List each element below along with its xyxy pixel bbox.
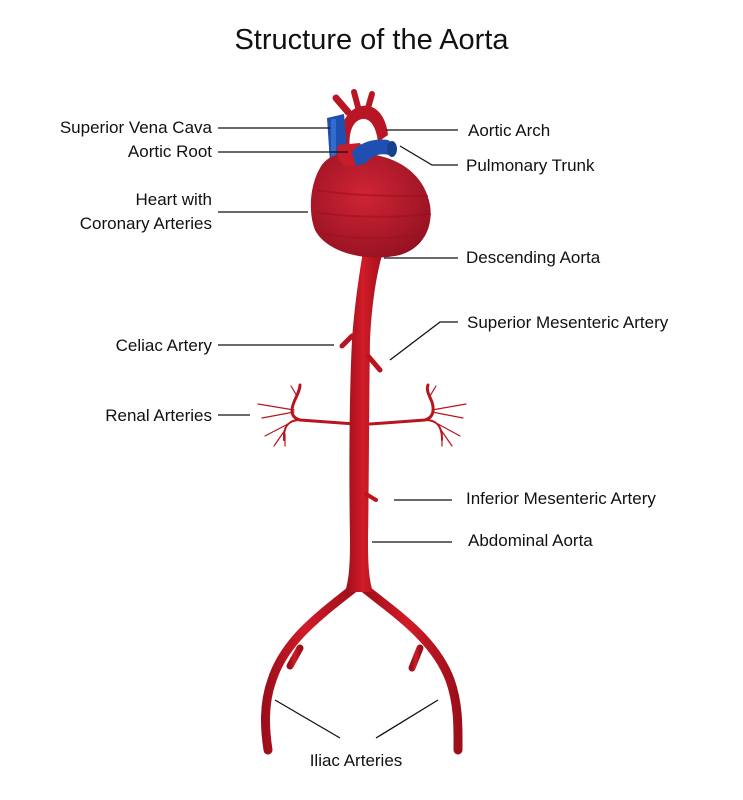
label-heart-line1: Heart with: [135, 190, 212, 209]
label-aortic-arch: Aortic Arch: [468, 121, 551, 140]
leader-pulmonary-trunk: [399, 145, 458, 166]
aortic-branches: [339, 333, 383, 502]
right-internal-iliac-branch: [408, 644, 424, 672]
iliac-arteries: [260, 583, 463, 755]
label-superior-vena-cava: Superior Vena Cava: [59, 118, 212, 137]
leader-superior-mesenteric-artery: [389, 321, 458, 361]
label-heart-line2: Coronary Arteries: [79, 214, 212, 233]
inferior-mesenteric-vessel: [364, 492, 378, 502]
carotid-branch: [351, 89, 361, 110]
label-superior-mesenteric-artery: Superior Mesenteric Artery: [467, 313, 669, 332]
label-inferior-mesenteric-artery: Inferior Mesenteric Artery: [466, 489, 656, 508]
leader-iliac-left: [274, 699, 341, 739]
right-renal-artery: [368, 383, 435, 426]
leader-iliac-right: [375, 699, 439, 739]
pulmonary-trunk-vessel: [352, 139, 396, 166]
label-abdominal-aorta: Abdominal Aorta: [468, 531, 593, 550]
label-renal-arteries: Renal Arteries: [105, 406, 212, 425]
superior-mesenteric-vessel: [365, 353, 383, 373]
label-pulmonary-trunk: Pulmonary Trunk: [466, 156, 595, 175]
label-descending-aorta: Descending Aorta: [466, 248, 601, 267]
leader-lines: [218, 127, 458, 739]
brachiocephalic-branch: [332, 94, 352, 116]
label-aortic-root: Aortic Root: [127, 142, 212, 161]
aortic-arch-vessel: [338, 105, 388, 150]
left-iliac-artery: [260, 583, 359, 755]
diagram-title: Structure of the Aorta: [234, 24, 509, 56]
coronary-arteries: [314, 189, 432, 240]
left-internal-iliac-branch: [286, 644, 304, 670]
right-iliac-artery: [359, 583, 463, 755]
subclavian-branch: [365, 91, 375, 111]
heart: [310, 152, 431, 258]
left-renal-artery: [290, 383, 357, 426]
renal-arteries: [257, 383, 467, 447]
descending-aorta: [345, 245, 385, 592]
celiac-artery-vessel: [339, 333, 355, 349]
label-celiac-artery: Celiac Artery: [115, 336, 212, 355]
label-iliac-arteries: Iliac Arteries: [309, 751, 403, 770]
